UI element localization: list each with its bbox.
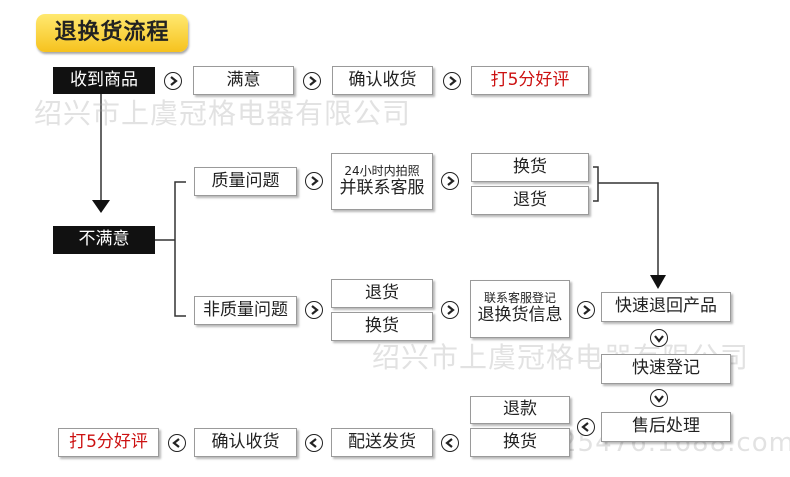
arrow-down-icon [650,389,668,407]
arrow-left-icon [305,434,323,452]
node-quality-issue: 质量问题 [194,167,297,196]
node-five-star-review-bottom: 打5分好评 [58,428,159,457]
page-title: 退换货流程 [36,14,188,52]
node-photo-contact: 24小时内拍照 并联系客服 [331,153,433,210]
register-line1: 联系客服登记 [483,291,556,306]
node-exchange-nonquality: 换货 [331,312,433,341]
arrowhead-unsatisfied [92,200,110,213]
node-return-nonquality: 退货 [331,279,433,308]
arrow-down-icon [650,329,668,347]
node-received: 收到商品 [53,67,155,94]
node-quick-register: 快速登记 [601,354,731,384]
arrow-left-icon [168,434,186,452]
bracket-exchange-return [593,166,599,202]
arrowhead-ship-back [650,275,666,289]
arrow-right-icon [443,72,461,90]
branch-bracket [174,181,186,317]
node-after-sales: 售后处理 [601,412,731,442]
connector-to-ship-back [598,182,659,275]
node-exchange-after-sales: 换货 [470,428,570,457]
node-five-star-review-top: 打5分好评 [471,66,589,95]
node-exchange-quality: 换货 [471,153,589,182]
node-non-quality-issue: 非质量问题 [194,296,297,325]
photo-line1: 24小时内拍照 [344,163,420,178]
arrow-right-icon [305,172,323,190]
arrow-right-icon [441,301,459,319]
node-ship-back: 快速退回产品 [601,292,731,322]
watermark-company-top: 绍兴市上虞冠格电器有限公司 [34,97,412,130]
register-line2: 退换货信息 [477,305,563,326]
arrow-right-icon [441,172,459,190]
node-refund: 退款 [470,396,570,424]
node-register-info: 联系客服登记 退换货信息 [470,280,570,338]
node-confirm-receipt-bottom: 确认收货 [194,428,297,457]
arrow-right-icon [577,301,595,319]
node-dispatch: 配送发货 [331,428,433,457]
arrow-right-icon [164,72,182,90]
arrow-right-icon [303,72,321,90]
node-unsatisfied: 不满意 [53,226,155,254]
arrow-left-icon [441,434,459,452]
photo-line2: 并联系客服 [339,177,425,198]
node-confirm-receipt-top: 确认收货 [332,66,433,95]
arrow-left-icon [577,418,595,436]
arrow-right-icon [305,301,323,319]
node-return-quality: 退货 [471,186,589,215]
node-satisfied: 满意 [193,66,294,95]
